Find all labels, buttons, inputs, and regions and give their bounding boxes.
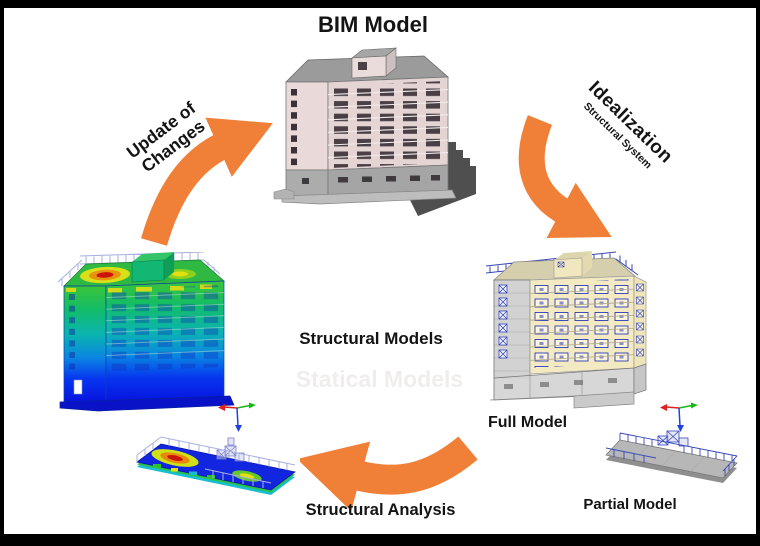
structural-models-label: Structural Models <box>299 329 443 348</box>
frame-top <box>0 0 760 8</box>
struct-walls <box>493 275 647 379</box>
frame-right <box>756 0 760 546</box>
frame-left <box>0 0 4 546</box>
statical-models-ghost-label: Statical Models <box>295 366 464 392</box>
fea-walls <box>63 280 225 403</box>
bim-building-illustration <box>273 47 476 216</box>
fea-plinth <box>59 395 235 412</box>
axis-triad-icon <box>660 402 698 432</box>
axis-triad-icon <box>218 402 256 432</box>
page-title: BIM Model <box>318 12 428 37</box>
structural-full-model-illustration <box>485 251 647 409</box>
fea-roof <box>63 252 226 287</box>
partial-model-slab-illustration <box>605 430 738 483</box>
fea-slab-edge-accents <box>153 464 215 479</box>
full-model-label: Full Model <box>488 414 568 431</box>
bim-base <box>273 164 457 205</box>
fea-slab-illustration <box>136 436 296 495</box>
partial-slab-railing <box>605 432 738 476</box>
bim-roof <box>285 47 450 83</box>
idealization-arrow-icon <box>518 115 612 238</box>
frame-bottom <box>0 534 760 546</box>
structural-analysis-label: Structural Analysis <box>305 501 456 519</box>
struct-base <box>489 363 647 409</box>
partial-model-label: Partial Model <box>583 496 677 513</box>
fea-slab-hotspot-right <box>232 470 262 482</box>
analysis-arrow-icon <box>300 436 478 512</box>
struct-roof <box>492 251 638 281</box>
update-arrow-icon <box>141 117 273 246</box>
fea-building-illustration <box>57 252 235 412</box>
fea-hotspot-left <box>80 266 130 284</box>
partial-slab-core <box>657 430 689 447</box>
bim-walls <box>285 76 449 171</box>
fea-slab-railing <box>136 436 296 488</box>
fea-slab-hotspot-left <box>151 449 199 467</box>
